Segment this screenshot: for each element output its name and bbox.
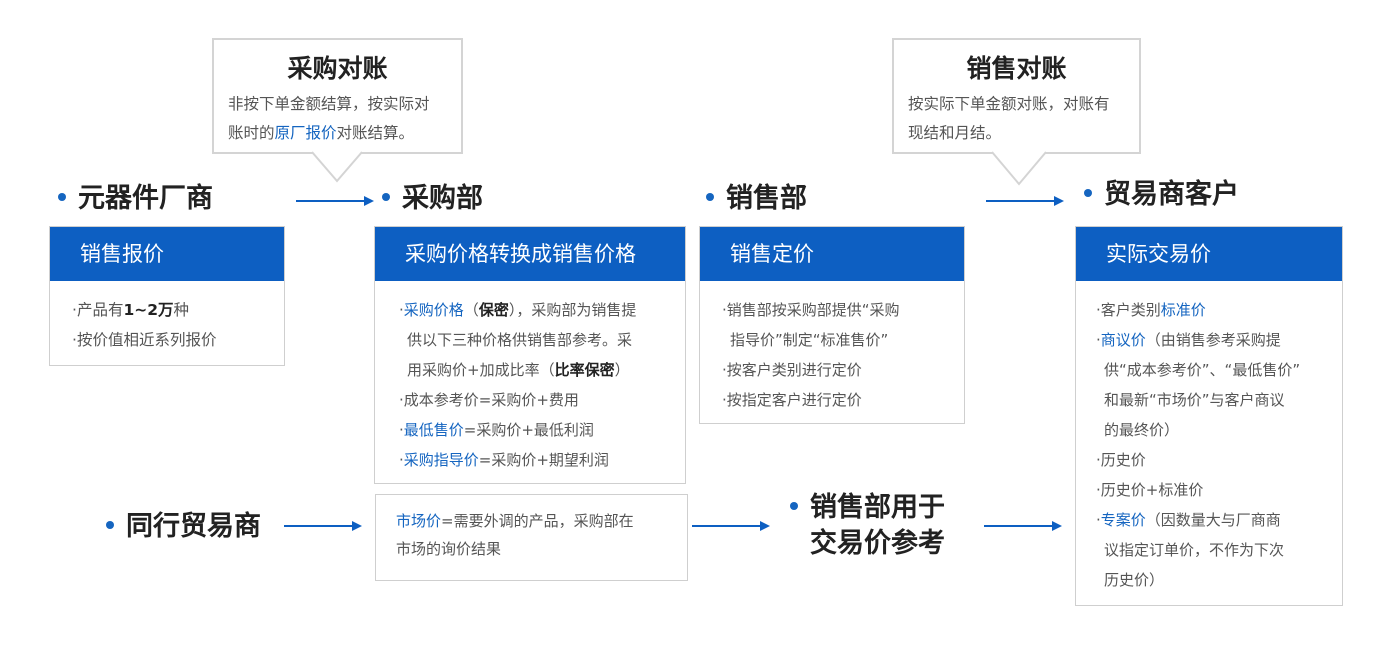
node-trader-customer: 贸易商客户 [1084,178,1239,212]
sales-reconciliation-callout: 销售对账 按实际下单金额对账，对账有 现结和月结。 [892,38,1141,154]
list-item: ·历史价+标准价 [1096,481,1204,499]
list-item: ·商议价（由销售参考采购提 [1096,331,1281,349]
list-item: ·按指定客户进行定价 [722,391,862,409]
sales-reconciliation-line1: 按实际下单金额对账，对账有 [908,95,1110,113]
sales-reconciliation-title: 销售对账 [966,54,1067,83]
list-item: 市场价=需要外调的产品，采购部在 [396,512,634,530]
manufacturer-quote-list: ·产品有1~2万种 ·按价值相近系列报价 [50,281,284,365]
purchase-reconciliation-title: 采购对账 [287,54,388,83]
list-item: ·产品有1~2万种 [72,301,190,319]
node-sales-reference: 销售部用于 交易价参考 [790,490,945,562]
purchasing-price-box: 采购价格转换成销售价格 ·采购价格（保密），采购部为销售提 供以下三种价格供销售… [374,226,686,484]
list-item: 用采购价+加成比率（比率保密） [407,361,630,379]
list-item: ·专案价（因数量大与厂商商 [1096,511,1281,529]
bullet-dot-icon [382,192,390,201]
node-peer-trader: 同行贸易商 [106,510,261,544]
purchase-callout-pointer [311,151,363,183]
manufacturer-quote-header: 销售报价 [50,227,284,281]
purchase-reconciliation-text: 非按下单金额结算，按实际对 账时的原厂报价对账结算。 [214,86,461,148]
market-price-box: 市场价=需要外调的产品，采购部在 市场的询价结果 [375,494,688,581]
sales-pricing-header: 销售定价 [700,227,964,281]
purchasing-price-list: ·采购价格（保密），采购部为销售提 供以下三种价格供销售部参考。采 用采购价+加… [375,281,685,485]
list-item: 指导价”制定“标准售价” [730,331,889,349]
list-item: ·按客户类别进行定价 [722,361,862,379]
bullet-dot-icon [1084,188,1092,197]
purchase-reconciliation-line2: 账时的原厂报价对账结算。 [228,124,415,142]
original-quote-link: 原厂报价 [274,124,337,142]
actual-trade-price-list: ·客户类别标准价 ·商议价（由销售参考采购提 供“成本参考价”、“最低售价” 和… [1076,281,1342,605]
sales-pricing-list: ·销售部按采购部提供“采购 指导价”制定“标准售价” ·按客户类别进行定价 ·按… [700,281,964,425]
list-item: 市场的询价结果 [396,540,502,558]
actual-trade-price-header: 实际交易价 [1076,227,1342,281]
list-item: ·销售部按采购部提供“采购 [722,301,900,319]
node-sales: 销售部 [706,182,807,216]
bullet-dot-icon [706,192,714,201]
sales-reconciliation-line2: 现结和月结。 [908,124,1002,142]
list-item: 供“成本参考价”、“最低售价” [1104,361,1301,379]
list-item: ·按价值相近系列报价 [72,331,217,349]
bullet-dot-icon [58,192,66,201]
list-item: 议指定订单价，不作为下次 [1104,541,1285,559]
list-item: 历史价） [1104,571,1165,589]
list-item: ·最低售价=采购价+最低利润 [399,421,594,439]
bullet-dot-icon [106,520,114,529]
actual-trade-price-box: 实际交易价 ·客户类别标准价 ·商议价（由销售参考采购提 供“成本参考价”、“最… [1075,226,1343,606]
node-manufacturer: 元器件厂商 [58,182,213,216]
list-item: 和最新“市场价”与客户商议 [1104,391,1285,409]
market-price-list: 市场价=需要外调的产品，采购部在 市场的询价结果 [376,495,687,563]
purchase-reconciliation-callout: 采购对账 非按下单金额结算，按实际对 账时的原厂报价对账结算。 [212,38,463,154]
sales-pricing-box: 销售定价 ·销售部按采购部提供“采购 指导价”制定“标准售价” ·按客户类别进行… [699,226,965,424]
list-item: ·客户类别标准价 [1096,301,1206,319]
list-item: ·采购价格（保密），采购部为销售提 [399,301,637,319]
purchasing-price-header: 采购价格转换成销售价格 [375,227,685,281]
list-item: ·成本参考价=采购价+费用 [399,391,579,409]
purchase-reconciliation-line1: 非按下单金额结算，按实际对 [228,95,430,113]
list-item: ·采购指导价=采购价+期望利润 [399,451,609,469]
manufacturer-quote-box: 销售报价 ·产品有1~2万种 ·按价值相近系列报价 [49,226,285,366]
sales-callout-pointer [991,151,1047,186]
bullet-dot-icon [790,501,798,510]
node-purchasing: 采购部 [382,182,483,216]
list-item: 的最终价） [1104,421,1180,439]
sales-reconciliation-text: 按实际下单金额对账，对账有 现结和月结。 [894,86,1139,148]
list-item: 供以下三种价格供销售部参考。采 [407,331,633,349]
list-item: ·历史价 [1096,451,1146,469]
